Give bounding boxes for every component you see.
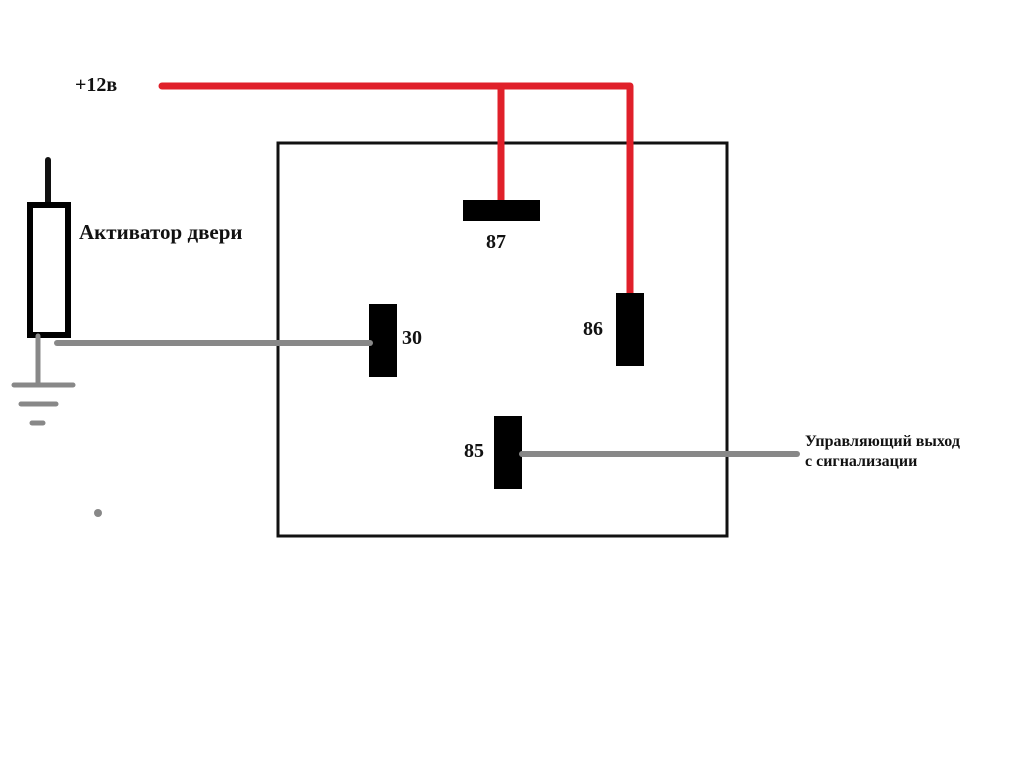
alarm-output-line-1: Управляющий выход [805, 433, 960, 450]
pin-86 [616, 293, 644, 366]
pin-30-label: 30 [402, 327, 422, 349]
pin-85-label: 85 [464, 440, 484, 462]
pin-30 [369, 304, 397, 377]
pin-87-label: 87 [486, 231, 506, 253]
alarm-output-line-2: с сигнализации [805, 453, 918, 470]
actuator-label: Активатор двери [79, 220, 243, 244]
pin-87 [463, 200, 540, 221]
power-label: +12в [75, 74, 118, 96]
ground-icon [11, 333, 76, 426]
door-actuator-symbol [27, 157, 71, 338]
pin-85 [494, 416, 522, 489]
pin-86-label: 86 [583, 318, 603, 340]
power-wire [158, 82, 634, 301]
stray-dot [94, 509, 102, 517]
signal-wires [54, 340, 800, 457]
alarm-output-label: Управляющий выход с сигнализации [805, 432, 960, 472]
